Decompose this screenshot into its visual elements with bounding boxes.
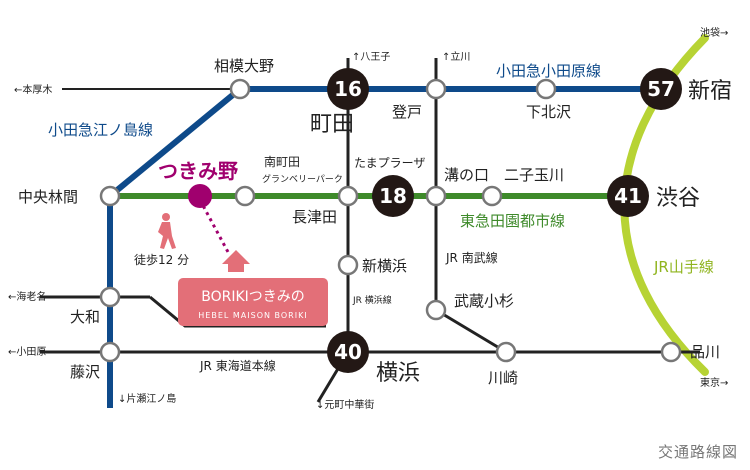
station-label-minami-machida: 南町田 — [264, 154, 300, 169]
line-label-denentoshi: 東急田園都市線 — [460, 212, 565, 230]
station-label-shin-yokohama: 新横浜 — [362, 257, 407, 275]
station-marker-fujisawa — [99, 341, 121, 363]
line-label-nambu: JR 南武線 — [445, 250, 498, 265]
station-label-nagatsuta: 長津田 — [292, 208, 337, 226]
map-caption: 交通路線図 — [657, 443, 738, 461]
jr-lines — [40, 58, 700, 403]
direction-ikebukuro: 池袋→ — [700, 26, 728, 39]
line-label-yokohama: JR 横浜線 — [352, 294, 392, 306]
direction-hachioji: ↑八王子 — [352, 51, 390, 63]
station-label-chuo-rinkan: 中央林間 — [18, 188, 78, 206]
station-marker-shinagawa — [660, 341, 682, 363]
station-marker-mizonokuchi — [425, 185, 447, 207]
station-label-yamato: 大和 — [70, 308, 100, 326]
station-label-kawasaki: 川崎 — [488, 369, 518, 387]
line-label-odakyu-enoshima: 小田急江ノ島線 — [48, 121, 153, 139]
line-label-tokaido: JR 東海道本線 — [199, 358, 276, 373]
station-marker-shimokitazawa — [535, 78, 557, 100]
badge-nagatsuta: 18 — [372, 175, 414, 217]
direction-honatsugi: ←本厚木 — [14, 83, 52, 96]
badge-shinjuku: 57 — [640, 68, 682, 110]
station-label-shinjuku: 新宿 — [688, 79, 732, 104]
badge-shibuya: 41 — [607, 175, 649, 217]
station-marker-minami-machida — [234, 185, 256, 207]
svg-text:57: 57 — [647, 77, 675, 101]
walk-time: 徒歩12 分 — [134, 252, 189, 267]
direction-odawara: ←小田原 — [8, 346, 46, 358]
station-label-fujisawa: 藤沢 — [70, 363, 100, 381]
pointer-arrow — [222, 250, 250, 272]
station-marker-tsukimino — [188, 184, 212, 208]
direction-motomachi: ↓元町中華街 — [316, 398, 374, 411]
station-label-shinagawa: 品川 — [690, 343, 720, 361]
svg-text:18: 18 — [379, 184, 407, 208]
badge-machida: 16 — [327, 68, 369, 110]
station-marker-yamato — [99, 286, 121, 308]
station-marker-noborito — [425, 78, 447, 100]
station-marker-sagami-ono — [229, 78, 251, 100]
station-markers — [99, 78, 682, 363]
station-label-shibuya: 渋谷 — [656, 186, 700, 211]
direction-tachikawa: ↑立川 — [442, 50, 470, 63]
station-label-tsukimino: つきみ野 — [158, 159, 238, 183]
direction-ebina: ←海老名 — [8, 290, 46, 303]
svg-text:40: 40 — [334, 340, 362, 364]
property-name: BORIKIつきみの — [201, 289, 305, 305]
station-label-machida: 町田 — [310, 112, 354, 137]
svg-text:41: 41 — [614, 184, 642, 208]
station-marker-shin-yokohama — [337, 254, 359, 276]
station-label-noborito: 登戸 — [392, 103, 422, 121]
station-marker-musashi-kosugi — [425, 299, 447, 321]
svg-text:16: 16 — [334, 77, 362, 101]
direction-katase-enoshima: ↓片瀬江ノ島 — [118, 392, 176, 405]
walk-pointer — [198, 199, 230, 253]
station-label-shimokitazawa: 下北沢 — [526, 103, 571, 121]
property-box: BORIKIつきみの HEBEL MAISON BORIKI — [178, 278, 328, 326]
property-sub: HEBEL MAISON BORIKI — [198, 311, 307, 320]
line-label-yamanote: JR山手線 — [653, 258, 714, 276]
badge-yokohama: 40 — [327, 331, 369, 373]
station-marker-tama-plaza — [337, 185, 359, 207]
station-label-minami-machida-sub: グランベリーパーク — [262, 173, 343, 185]
station-label-mizonokuchi: 溝の口 — [444, 166, 489, 184]
station-label-yokohama: 横浜 — [376, 361, 420, 386]
station-label-sagami-ono: 相模大野 — [214, 57, 274, 75]
station-marker-chuo-rinkan — [99, 185, 121, 207]
station-marker-kawasaki — [495, 341, 517, 363]
station-label-futako-tamagawa: 二子玉川 — [504, 166, 564, 184]
walking-person-icon — [158, 213, 176, 249]
direction-tokyo: 東京→ — [700, 376, 728, 389]
station-label-musashi-kosugi: 武蔵小杉 — [454, 292, 514, 310]
station-marker-futako-tamagawa — [481, 185, 503, 207]
station-label-tama-plaza: たまプラーザ — [354, 156, 425, 170]
line-label-odakyu-odawara: 小田急小田原線 — [496, 62, 601, 80]
